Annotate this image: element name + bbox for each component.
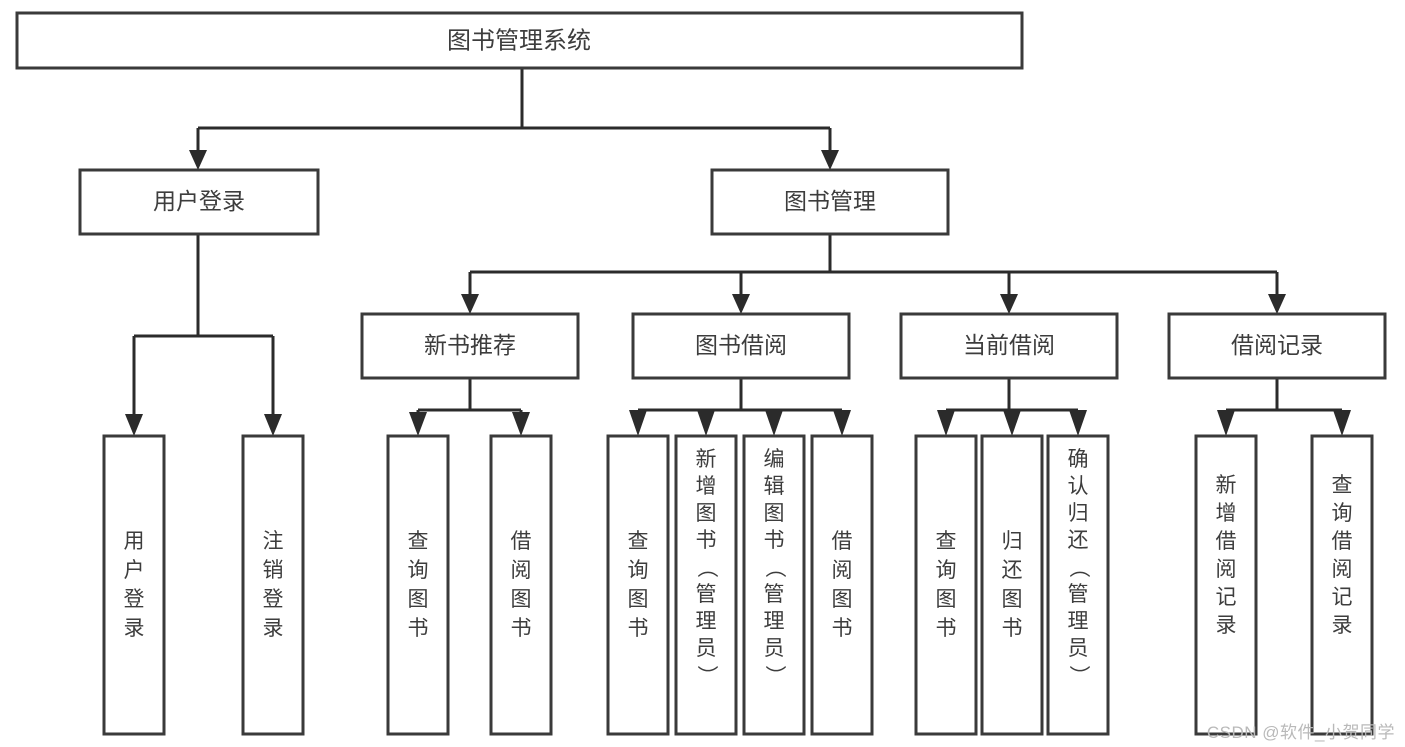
arrowhead-borrow-record — [1268, 294, 1286, 314]
leaf-box-borrow-book[interactable] — [810, 434, 874, 736]
node-book-borrow-label: 图书借阅 — [695, 332, 787, 358]
csdn-watermark: CSDN @软件_小贺同学 — [1206, 723, 1395, 742]
node-current-borrow-label: 当前借阅 — [963, 332, 1055, 358]
arrowhead-current-borrow — [1000, 294, 1018, 314]
node-layer: 图书管理系统 用户登录 图书管理 新书推荐 图书借阅 当前 — [15, 11, 1387, 736]
arrowhead-book-borrow — [732, 294, 750, 314]
arrowhead-leaf-user-login — [125, 414, 143, 436]
leaf-box-add-borrow-record[interactable] — [1194, 434, 1258, 736]
arrowhead-leaf-logout — [264, 414, 282, 436]
node-book-borrow[interactable]: 图书借阅 — [631, 312, 851, 380]
leaf-box-query-borrow-record[interactable] — [1310, 434, 1374, 736]
arrowhead-leaf-confirm-return-admin — [1069, 410, 1087, 436]
arrowhead-user-login — [189, 150, 207, 170]
arrowhead-new-book-recommend — [461, 294, 479, 314]
leaf-box-query-book-borrow[interactable] — [606, 434, 670, 736]
arrowhead-book-manage — [821, 150, 839, 170]
leaf-box-user-login[interactable] — [102, 434, 166, 736]
node-root-label: 图书管理系统 — [447, 27, 591, 54]
node-user-login-label: 用户登录 — [153, 188, 245, 214]
node-borrow-record-label: 借阅记录 — [1231, 332, 1323, 358]
node-book-manage-label: 图书管理 — [784, 188, 876, 214]
leaf-box-edit-book-admin[interactable] — [742, 434, 806, 736]
leaf-boxes — [102, 434, 1374, 736]
arrowhead-leaf-borrow-book-rec — [512, 412, 530, 436]
arrowhead-leaf-add-borrow-record — [1217, 410, 1235, 436]
node-current-borrow[interactable]: 当前借阅 — [899, 312, 1119, 380]
node-borrow-record[interactable]: 借阅记录 — [1167, 312, 1387, 380]
node-root[interactable]: 图书管理系统 — [15, 11, 1024, 70]
arrowhead-leaf-return-book — [1003, 410, 1021, 436]
leaf-box-add-book-admin[interactable] — [674, 434, 738, 736]
arrowhead-leaf-query-borrow-record — [1333, 410, 1351, 436]
leaf-box-query-book-rec[interactable] — [386, 434, 450, 736]
leaf-box-return-book[interactable] — [980, 434, 1044, 736]
connector-layer — [125, 68, 1351, 436]
arrowhead-leaf-edit-book-admin — [765, 410, 783, 436]
leaf-box-query-book-cur[interactable] — [914, 434, 978, 736]
leaf-box-borrow-book-rec[interactable] — [489, 434, 553, 736]
leaf-box-logout[interactable] — [241, 434, 305, 736]
node-new-book-recommend-label: 新书推荐 — [424, 332, 516, 358]
node-book-manage[interactable]: 图书管理 — [710, 168, 950, 236]
node-user-login[interactable]: 用户登录 — [78, 168, 320, 236]
arrowhead-leaf-query-book-borrow — [629, 410, 647, 436]
arrowhead-leaf-query-book-rec — [409, 412, 427, 436]
arrowhead-leaf-borrow-book — [833, 410, 851, 436]
arrowhead-leaf-add-book-admin — [697, 410, 715, 436]
leaf-box-confirm-return-admin[interactable] — [1046, 434, 1110, 736]
arrowhead-leaf-query-book-cur — [937, 410, 955, 436]
node-new-book-recommend[interactable]: 新书推荐 — [360, 312, 580, 380]
